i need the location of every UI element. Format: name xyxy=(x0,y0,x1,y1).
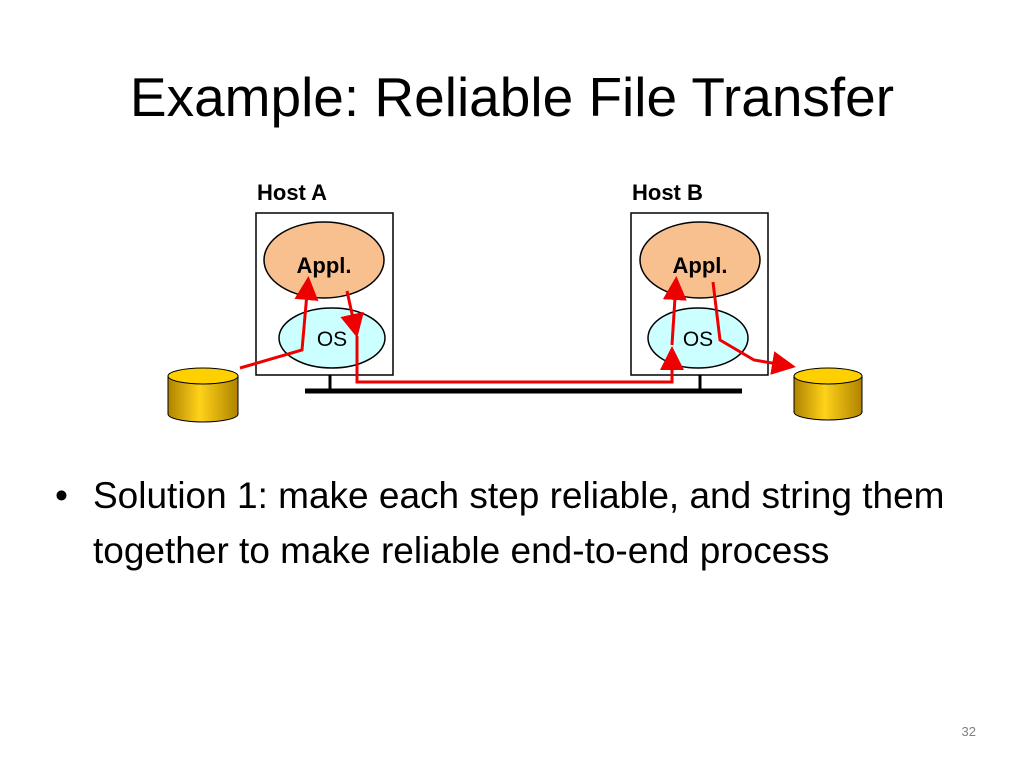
bullet-item: • Solution 1: make each step reliable, a… xyxy=(55,468,1005,578)
bullet-list: • Solution 1: make each step reliable, a… xyxy=(55,468,1005,578)
source-disk xyxy=(167,367,239,423)
bullet-text: Solution 1: make each step reliable, and… xyxy=(93,475,945,571)
host-a-app-label: Appl. xyxy=(297,253,352,278)
host-a-os-label: OS xyxy=(317,328,347,351)
page-number: 32 xyxy=(961,724,976,739)
arrow-os-b-to-app-b xyxy=(662,276,687,346)
arrow-app-a-to-os-a xyxy=(340,290,364,338)
destination-disk xyxy=(793,367,863,421)
slide-title: Example: Reliable File Transfer xyxy=(129,66,895,128)
arrow-app-b-to-disk xyxy=(711,281,796,375)
bullet-dot: • xyxy=(55,475,68,516)
data-path xyxy=(239,276,796,384)
host-b-os-label: OS xyxy=(683,328,713,351)
arrow-disk-to-app-a xyxy=(239,276,319,370)
host-b-app-label: Appl. xyxy=(673,253,728,278)
host-a-label: Host A xyxy=(257,180,327,205)
arrow-os-a-to-os-b xyxy=(355,336,684,384)
host-a-app-ellipse xyxy=(263,221,385,299)
host-b-label: Host B xyxy=(632,180,703,205)
